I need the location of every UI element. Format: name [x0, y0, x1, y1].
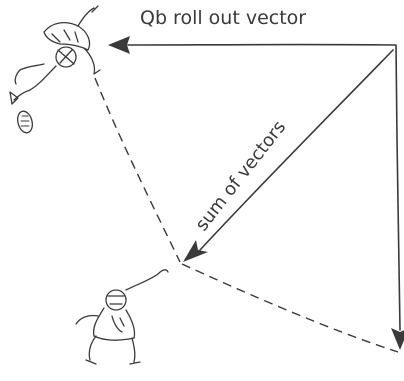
dashed-line-qb-to-receiver [94, 77, 181, 263]
vertical-vector-arrowhead [391, 328, 404, 350]
sum-of-vectors [183, 49, 394, 262]
receiver-direction-vector [391, 44, 404, 350]
sum-vector-arrowhead [183, 240, 208, 262]
qb-vector-label: Qb roll out vector [140, 7, 306, 29]
qb-rollout-vector [108, 36, 396, 54]
receiver-figure [75, 269, 169, 365]
sum-vector-label: sum of vectors [191, 117, 290, 235]
quarterback-figure [9, 5, 101, 105]
dashed-line-receiver-to-corner [181, 263, 399, 353]
qb-vector-arrowhead [108, 36, 130, 54]
football [17, 110, 33, 134]
